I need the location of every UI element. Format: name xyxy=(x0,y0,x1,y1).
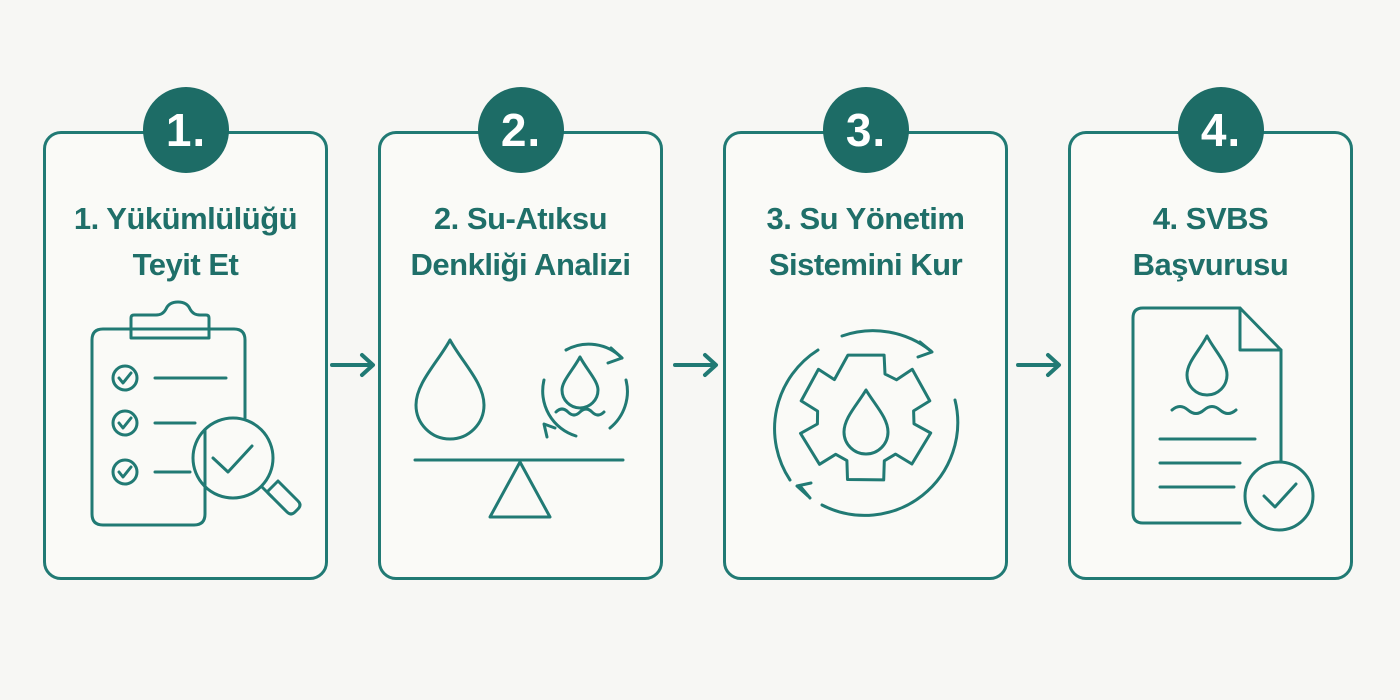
step-title-4-line1: 4. SVBS xyxy=(1152,201,1269,236)
step-title-3-line2: Sistemini Kur xyxy=(768,247,963,282)
step-badge-4: 4. xyxy=(1178,87,1264,173)
step-title-1-line2: Teyit Et xyxy=(132,247,239,282)
arrow-right-icon xyxy=(1016,353,1061,377)
arrow-right-icon xyxy=(330,353,375,377)
step-title-1-line1: 1. Yükümlülüğü xyxy=(73,201,298,236)
step-title-1: 1. Yükümlülüğü Teyit Et xyxy=(43,196,328,288)
step-badge-1: 1. xyxy=(143,87,229,173)
document-water-check-icon xyxy=(1131,306,1315,532)
gear-water-cycle-icon xyxy=(773,329,960,517)
step-title-2-line1: 2. Su-Atıksu xyxy=(433,201,608,236)
step-badge-2: 2. xyxy=(478,87,564,173)
step-title-3-line1: 3. Su Yönetim xyxy=(766,201,965,236)
arrow-right-icon xyxy=(673,353,718,377)
step-title-3: 3. Su Yönetim Sistemini Kur xyxy=(723,196,1008,288)
water-balance-scale-icon xyxy=(413,338,629,519)
step-title-4-line2: Başvurusu xyxy=(1132,247,1289,282)
step-badge-3: 3. xyxy=(823,87,909,173)
gear-outline xyxy=(799,353,933,482)
clipboard-checklist-magnifier-icon xyxy=(90,300,302,527)
step-title-4: 4. SVBS Başvurusu xyxy=(1068,196,1353,288)
step-title-2-line2: Denkliği Analizi xyxy=(410,247,631,282)
step-title-2: 2. Su-Atıksu Denkliği Analizi xyxy=(378,196,663,288)
